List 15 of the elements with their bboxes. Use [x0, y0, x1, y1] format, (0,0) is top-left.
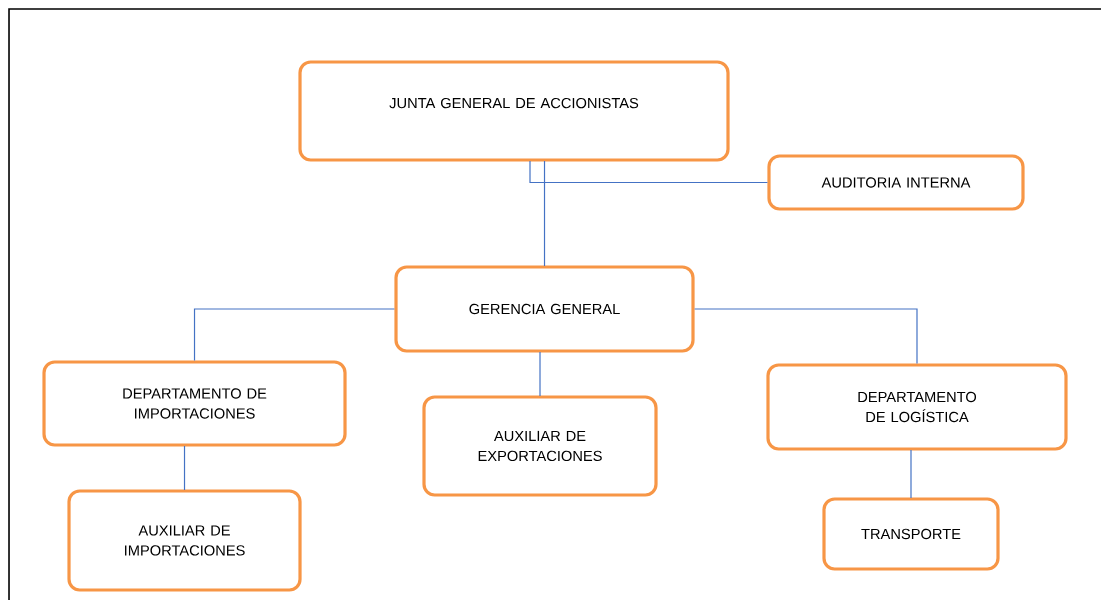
- org-box: DEPARTAMENTO DE LOGÍSTICA: [766, 363, 1068, 451]
- connector-line: [193, 308, 395, 361]
- org-box: JUNTA GENERAL DE ACCIONISTAS: [298, 60, 730, 162]
- org-box: AUDITORIA INTERNA: [767, 154, 1025, 211]
- connector-line: [543, 160, 546, 267]
- org-box: AUXILIAR DE EXPORTACIONES: [422, 395, 658, 497]
- org-box: DEPARTAMENTO DE IMPORTACIONES: [42, 360, 347, 447]
- org-box: GERENCIA GENERAL: [394, 265, 695, 353]
- connector-line: [910, 449, 912, 499]
- connector-line: [694, 308, 918, 364]
- org-box: TRANSPORTE: [822, 497, 1000, 571]
- connector-line: [539, 351, 541, 397]
- connector-line: [183, 445, 186, 491]
- org-box: AUXILIAR DE IMPORTACIONES: [67, 489, 302, 592]
- connector-line: [529, 160, 768, 184]
